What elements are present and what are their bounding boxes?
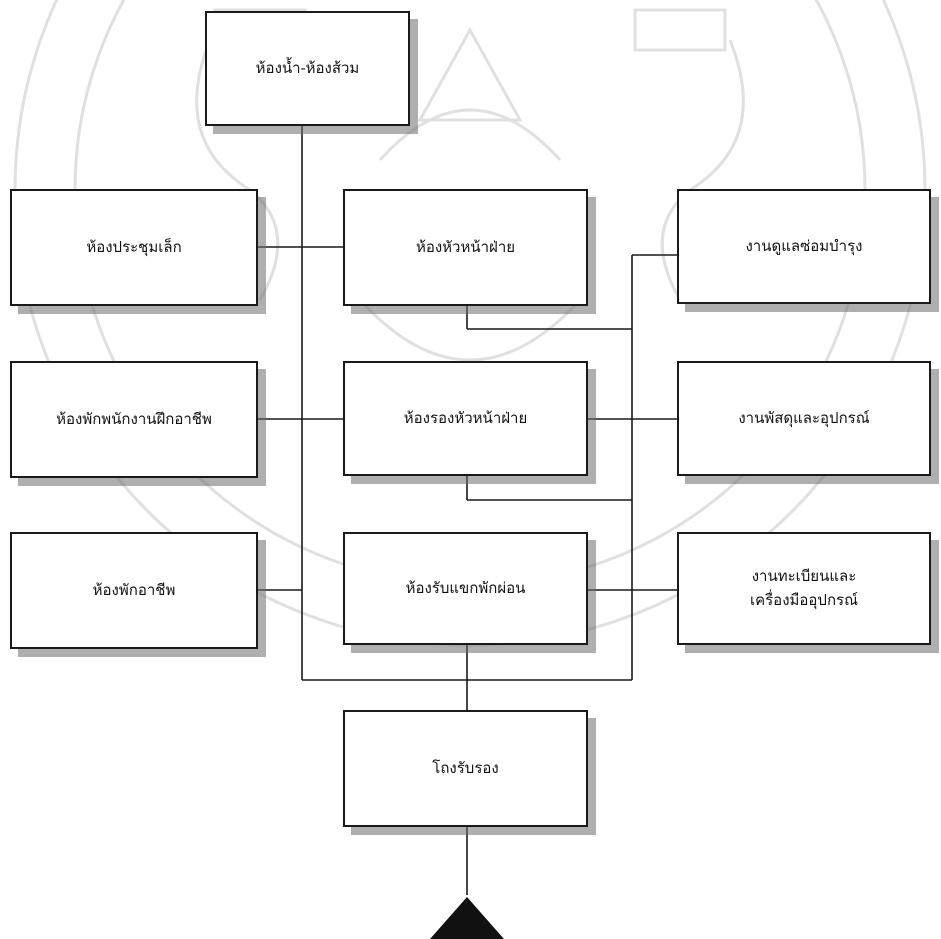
reception-hall-label: โถงรับรอง — [432, 758, 499, 777]
registration-equipment-box: งานทะเบียนและ เครื่องมืออุปกรณ์ — [677, 532, 931, 645]
maintenance-label: งานดูแลซ่อมบำรุง — [745, 236, 863, 255]
vocational-rest-room-label: ห้องพักอาชีพ — [92, 580, 176, 599]
registration-equipment-label: งานทะเบียนและ เครื่องมืออุปกรณ์ — [750, 565, 858, 612]
vocational-rest-room-box: ห้องพักอาชีพ — [10, 532, 258, 649]
guest-lounge-box: ห้องรับแขกพักผ่อน — [343, 532, 588, 645]
reception-hall-box: โถงรับรอง — [343, 710, 588, 827]
trainee-rest-room-box: ห้องพักพนักงานฝึกอาชีพ — [10, 361, 258, 478]
deputy-head-room-box: ห้องรองหัวหน้าฝ่าย — [343, 361, 588, 476]
triangle-up-icon — [430, 897, 504, 939]
restroom-box: ห้องน้ำ-ห้องส้วม — [205, 11, 410, 126]
registration-line-2: เครื่องมืออุปกรณ์ — [749, 590, 859, 609]
head-of-division-room-label: ห้องหัวหน้าฝ่าย — [415, 237, 516, 256]
restroom-label: ห้องน้ำ-ห้องส้วม — [255, 58, 360, 77]
maintenance-box: งานดูแลซ่อมบำรุง — [677, 189, 931, 304]
deputy-head-room-label: ห้องรองหัวหน้าฝ่าย — [403, 408, 528, 427]
small-meeting-room-label: ห้องประชุมเล็ก — [86, 237, 182, 256]
guest-lounge-label: ห้องรับแขกพักผ่อน — [405, 578, 526, 597]
registration-line-1: งานทะเบียนและ — [751, 567, 857, 586]
head-of-division-room-box: ห้องหัวหน้าฝ่าย — [343, 189, 588, 306]
supplies-equipment-label: งานพัสดุและอุปกรณ์ — [738, 408, 870, 427]
supplies-equipment-box: งานพัสดุและอุปกรณ์ — [677, 361, 931, 476]
small-meeting-room-box: ห้องประชุมเล็ก — [10, 189, 258, 306]
trainee-rest-room-label: ห้องพักพนักงานฝึกอาชีพ — [56, 409, 212, 428]
